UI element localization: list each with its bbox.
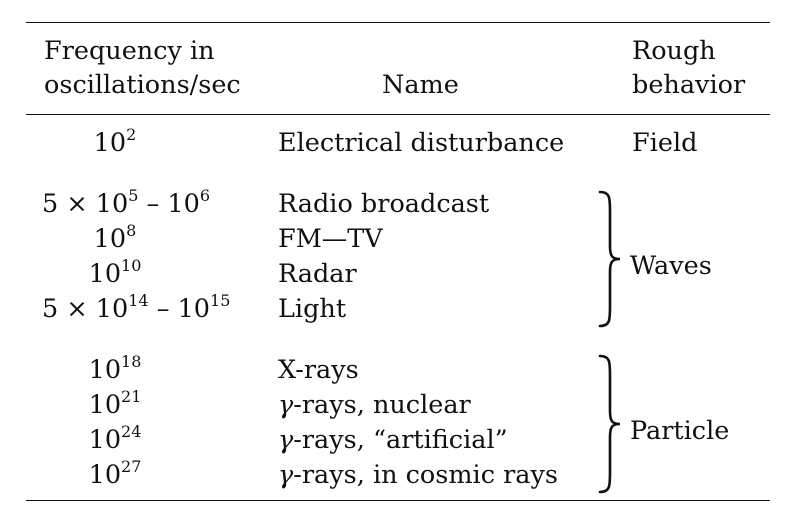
frequency-cell: 102 (93, 125, 137, 159)
particle-brace (598, 354, 621, 494)
header-frequency-line2: oscillations/sec (44, 70, 241, 100)
group-label-particle: Particle (630, 416, 730, 446)
frequency-cell: 1024 (88, 422, 142, 456)
header-frequency-line1: Frequency in (44, 36, 215, 66)
table-header-rule (26, 114, 770, 115)
frequency-cell: 1018 (88, 352, 142, 386)
name-cell: γ-rays, nuclear (278, 390, 471, 420)
name-cell: Light (278, 294, 347, 324)
frequency-cell: 5 × 105 – 106 (42, 186, 211, 220)
frequency-cell: 5 × 1014 – 1015 (42, 291, 231, 325)
group-label-waves: Waves (630, 251, 712, 281)
name-cell: Radar (278, 259, 357, 289)
header-behavior-line1: Rough (632, 36, 716, 66)
name-cell: FM—TV (278, 224, 383, 254)
table-top-rule (26, 22, 770, 24)
waves-brace (598, 190, 621, 328)
table-bottom-rule (26, 500, 770, 502)
name-cell: X-rays (278, 355, 359, 385)
name-cell: Radio broadcast (278, 189, 490, 219)
behavior-cell: Field (632, 128, 698, 158)
name-cell: γ-rays, “artificial” (278, 425, 508, 455)
header-name: Name (382, 70, 459, 100)
name-cell: γ-rays, in cosmic rays (278, 460, 558, 490)
name-cell: Electrical disturbance (278, 128, 565, 158)
frequency-cell: 1021 (88, 387, 142, 421)
header-behavior-line2: behavior (632, 70, 746, 100)
frequency-cell: 1010 (88, 256, 142, 290)
frequency-cell: 108 (93, 221, 137, 255)
frequency-cell: 1027 (88, 457, 142, 491)
